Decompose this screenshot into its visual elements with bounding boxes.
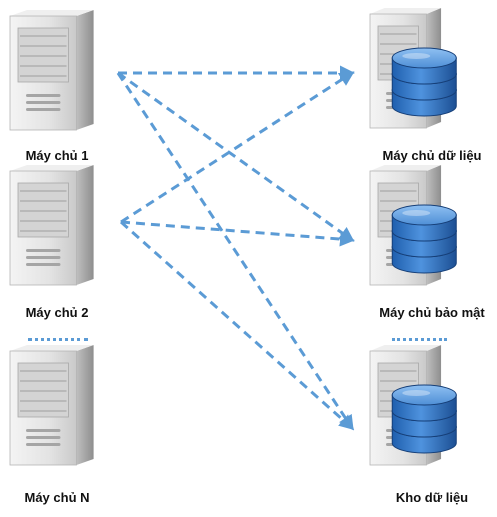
left-ellipsis-dots [28, 338, 88, 341]
connection-server-2-to-data-server [120, 71, 355, 224]
right-ellipsis-dots [392, 338, 447, 341]
connection-server-1-to-security-server [117, 71, 355, 242]
server-2-label: Máy chủ 2 [25, 305, 89, 320]
security-server-label: Máy chủ bảo mật [379, 305, 485, 320]
server-1-label: Máy chủ 1 [25, 148, 89, 163]
connection-server-2-to-data-warehouse [120, 220, 355, 430]
connection-server-1-to-data-warehouse [116, 72, 354, 431]
server-tower-icon [9, 345, 94, 466]
server-tower-icon [9, 165, 94, 286]
server-tower-icon [9, 10, 94, 131]
connection-server-2-to-security-server [120, 220, 355, 247]
database-server-icon [369, 8, 457, 129]
database-server-icon [369, 345, 457, 466]
data-warehouse-label: Kho dữ liệu [395, 490, 469, 505]
database-server-icon [369, 165, 457, 286]
data-server-label: Máy chủ dữ liệu [382, 148, 482, 163]
connection-layer [116, 65, 355, 431]
node-layer [9, 8, 457, 466]
server-n-label: Máy chủ N [24, 490, 90, 505]
